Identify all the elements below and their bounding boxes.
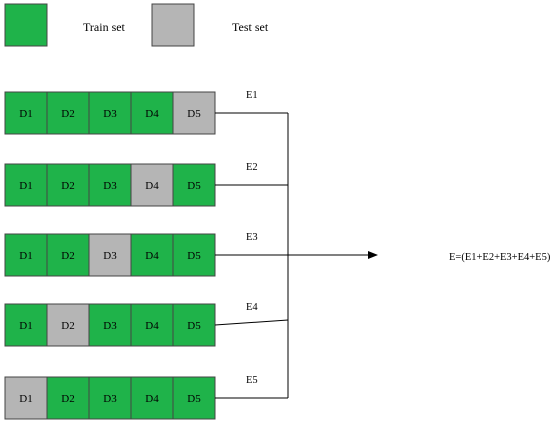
block-label-d2: D2 — [61, 320, 74, 332]
test-block-d4 — [130, 163, 174, 207]
train-block-d5 — [172, 233, 216, 277]
fold-connector-4 — [214, 319, 289, 326]
train-block-d2 — [46, 91, 90, 135]
block-label-d1: D1 — [19, 108, 32, 120]
fold-row-4: D1 D2 D3 D4 D5 E4 — [4, 302, 289, 347]
train-block-d3 — [88, 91, 132, 135]
test-block-d1 — [4, 376, 48, 420]
error-label-2: E2 — [246, 162, 258, 173]
legend-test-swatch — [151, 3, 195, 47]
block-label-d2: D2 — [61, 108, 74, 120]
block-label-d5: D5 — [187, 320, 201, 332]
block-label-d2: D2 — [61, 180, 74, 192]
train-block-d5 — [172, 376, 216, 420]
test-block-d2 — [46, 303, 90, 347]
legend-train-swatch — [4, 3, 48, 47]
block-label-d5: D5 — [187, 180, 201, 192]
train-block-d1 — [4, 303, 48, 347]
fold-row-5: D1 D2 D3 D4 D5 E5 — [4, 375, 288, 420]
block-label-d3: D3 — [103, 250, 117, 262]
train-block-d2 — [46, 376, 90, 420]
block-label-d3: D3 — [103, 180, 117, 192]
block-label-d4: D4 — [145, 393, 159, 405]
train-block-d5 — [172, 303, 216, 347]
block-label-d1: D1 — [19, 250, 32, 262]
fold-row-1: D1 D2 D3 D4 D5 E1 — [4, 90, 288, 135]
test-block-d3 — [88, 233, 132, 277]
block-label-d2: D2 — [61, 250, 74, 262]
result-formula: E=(E1+E2+E3+E4+E5)/5 — [449, 252, 550, 263]
block-label-d3: D3 — [103, 108, 117, 120]
block-label-d3: D3 — [103, 320, 117, 332]
block-label-d2: D2 — [61, 393, 74, 405]
fold-row-2: D1 D2 D3 D4 D5 E2 — [4, 162, 288, 207]
train-block-d4 — [130, 376, 174, 420]
error-label-4: E4 — [246, 302, 258, 313]
fold-row-3: D1 D2 D3 D4 D5 E3 — [4, 232, 288, 277]
legend-train-label: Train set — [83, 20, 126, 34]
legend-test-label: Test set — [232, 20, 269, 34]
block-label-d5: D5 — [187, 250, 201, 262]
test-block-d5 — [172, 91, 216, 135]
train-block-d1 — [4, 233, 48, 277]
block-label-d1: D1 — [19, 180, 32, 192]
block-label-d4: D4 — [145, 108, 159, 120]
train-block-d2 — [46, 233, 90, 277]
block-label-d4: D4 — [145, 250, 159, 262]
error-label-3: E3 — [246, 232, 258, 243]
block-label-d3: D3 — [103, 393, 117, 405]
block-label-d4: D4 — [145, 320, 159, 332]
block-label-d5: D5 — [187, 393, 201, 405]
train-block-d4 — [130, 303, 174, 347]
error-label-5: E5 — [246, 375, 258, 386]
train-block-d5 — [172, 163, 216, 207]
block-label-d4: D4 — [145, 180, 159, 192]
block-label-d1: D1 — [19, 320, 32, 332]
error-label-1: E1 — [246, 90, 258, 101]
block-label-d1: D1 — [19, 393, 32, 405]
train-block-d1 — [4, 91, 48, 135]
block-label-d5: D5 — [187, 108, 201, 120]
